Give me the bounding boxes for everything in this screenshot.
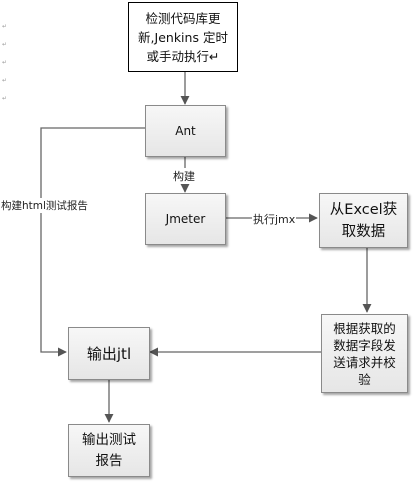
jmeter-node: Jmeter (145, 193, 226, 245)
jmeter-label: Jmeter (165, 212, 206, 226)
validate-label: 根据获取的 数据字段发 送请求并校 验 (333, 320, 396, 387)
edge-label-build-html: 构建html测试报告 (0, 198, 89, 213)
edge-label-exec-jmx: 执行jmx (252, 211, 297, 227)
arrow-ant-to-jtl (40, 127, 145, 357)
edge-label-build: 构建 (172, 168, 196, 184)
trigger-label: 检测代码库更 新,Jenkins 定时 或手动执行↵ (138, 10, 228, 64)
paragraph-marks: ↵ ↵ ↵ ↵ ↵ (2, 18, 7, 108)
paragraph-mark: ↵ (2, 95, 8, 102)
validate-node: 根据获取的 数据字段发 送请求并校 验 (321, 314, 408, 393)
report-label: 输出测试 报告 (82, 431, 136, 469)
paragraph-mark: ↵ (2, 41, 8, 48)
excel-label: 从Excel获 取数据 (329, 201, 398, 240)
trigger-node: 检测代码库更 新,Jenkins 定时 或手动执行↵ (128, 2, 238, 72)
excel-node: 从Excel获 取数据 (319, 193, 408, 248)
paragraph-mark: ↵ (2, 59, 8, 66)
report-node: 输出测试 报告 (68, 424, 150, 477)
jtl-node: 输出jtl (68, 327, 150, 380)
ant-label: Ant (175, 124, 196, 138)
paragraph-mark: ↵ (2, 77, 8, 84)
paragraph-mark: ↵ (2, 23, 8, 30)
ant-node: Ant (145, 105, 226, 157)
jtl-label: 输出jtl (86, 345, 132, 363)
